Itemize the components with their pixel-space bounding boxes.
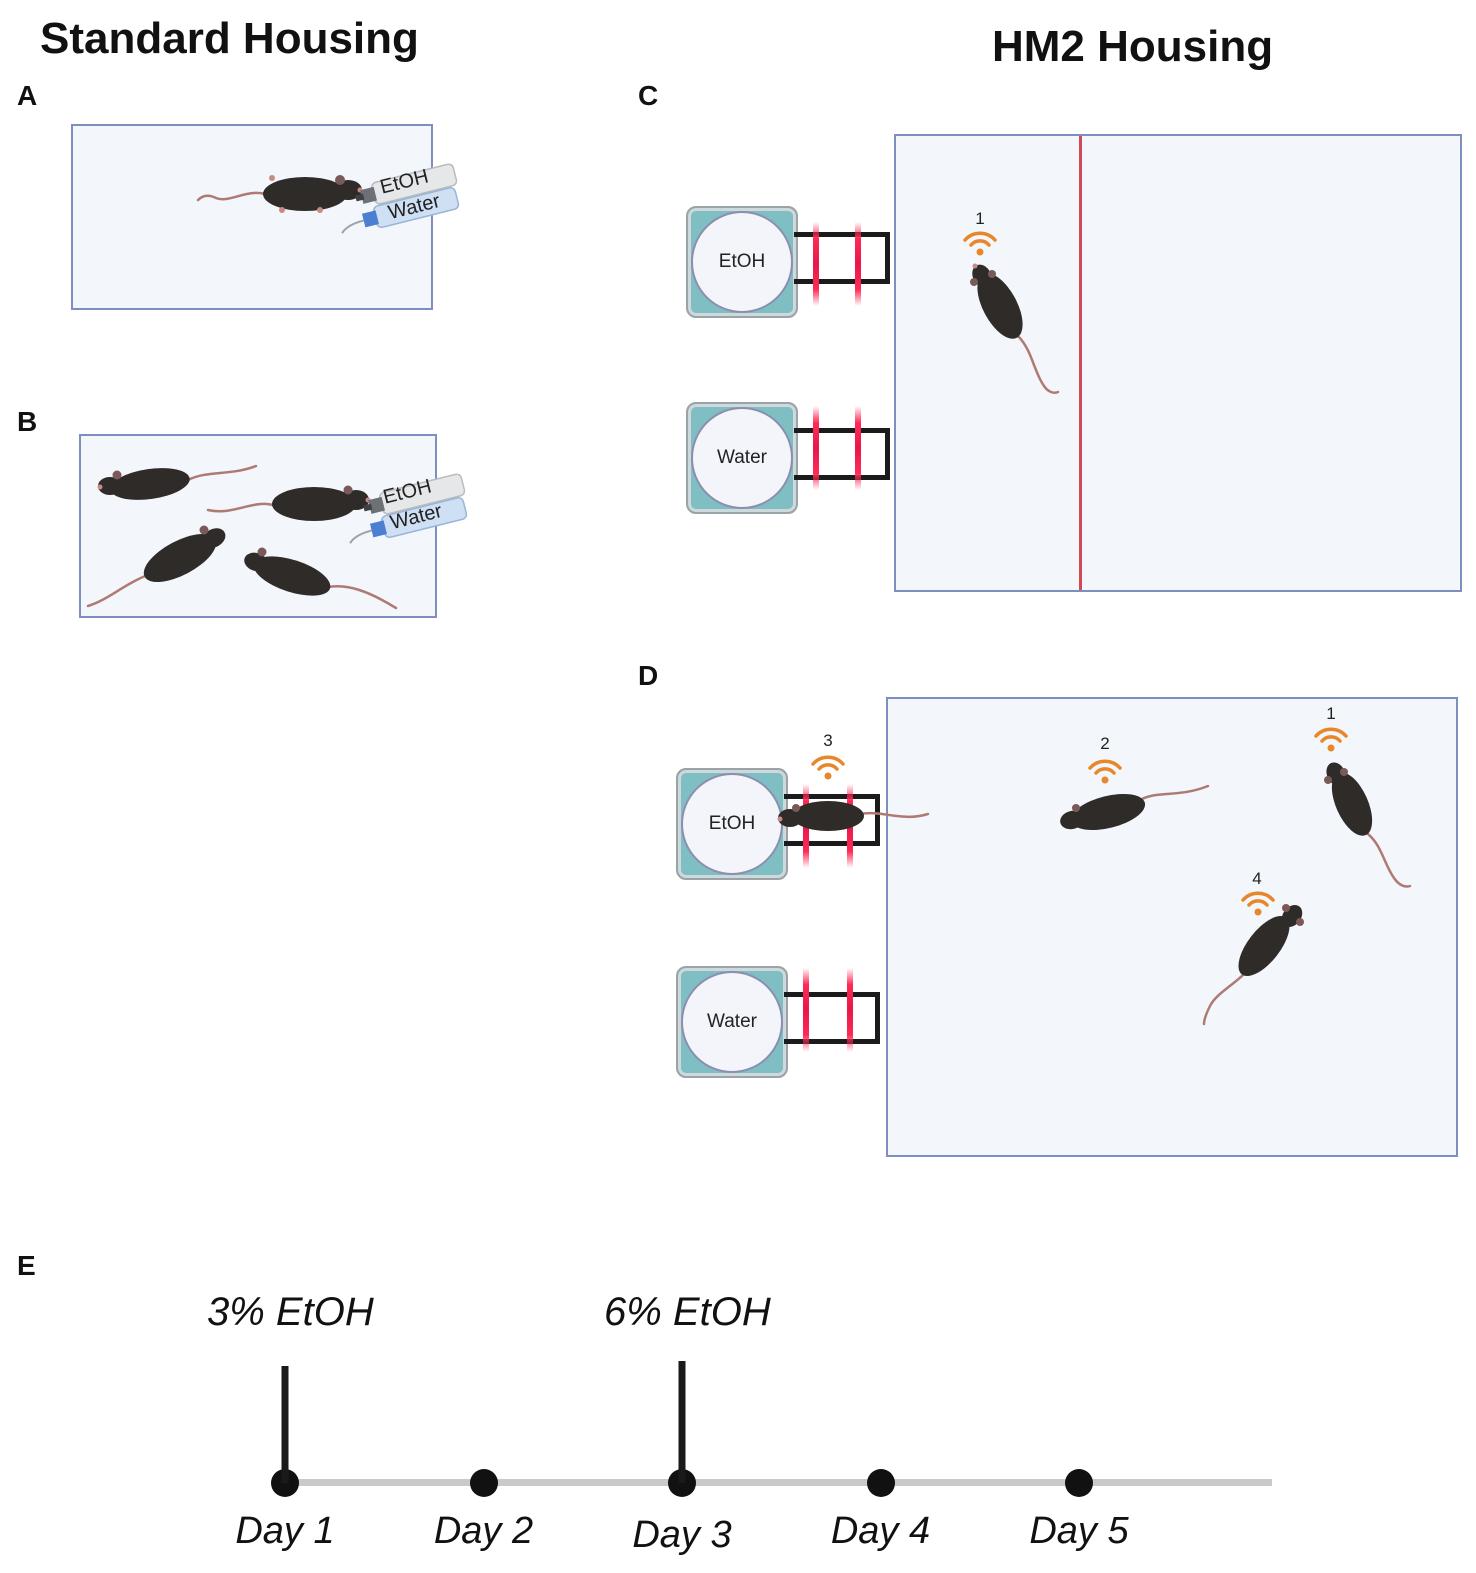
etoh-drinking-station: EtOH [676,768,788,880]
rfid-id-label: 2 [1100,734,1110,753]
rfid-signal-icon [1088,759,1122,784]
station-label: Water [681,971,783,1073]
rfid-signal-icon [963,231,997,256]
mouse-icon [244,547,398,610]
station-label: Water [691,407,793,509]
panel-label-d: D [638,660,659,691]
ir-beam [855,406,861,490]
water-tunnel [784,992,880,1044]
water-tunnel [794,428,890,480]
etoh-tunnel [794,232,890,284]
water-bottle-icon [349,496,468,544]
timeline-day-label: Day 3 [632,1514,732,1556]
panel-b-graphics [86,464,468,610]
timeline-event-label: 3% EtOH [207,1290,374,1334]
panel-label-e: E [17,1250,36,1281]
etoh-bottle-icon [363,473,466,515]
ir-beam [847,968,853,1052]
etoh-drinking-station: EtOH [686,206,798,318]
ir-beam [803,968,809,1052]
timeline-axis [282,1479,1272,1486]
mouse-icon [777,801,930,831]
timeline-day-label: Day 5 [1029,1510,1129,1552]
panel-label-c: C [638,80,659,111]
panel-a-graphics [196,163,460,234]
ir-beam [813,406,819,490]
mouse-icon [1324,762,1412,888]
panel-label-a: A [17,80,38,111]
timeline-event-stem [678,1361,686,1483]
mouse-icon [97,464,258,500]
etoh-tunnel [784,794,880,846]
rfid-signal-icon [1314,727,1348,752]
hm2-cage-single [894,134,1462,592]
hm2-housing-heading: HM2 Housing [992,22,1274,71]
mouse-icon [206,485,371,521]
rfid-id-label: 1 [975,209,985,228]
water-drinking-station: Water [676,966,788,1078]
timeline-day-marker [469,1469,498,1497]
timeline-day-label: Day 4 [830,1510,931,1552]
rfid-signal-icon [811,755,845,780]
station-label: EtOH [691,211,793,313]
ir-beam [813,222,819,306]
ir-beam [855,222,861,306]
cage-divider [1079,136,1082,590]
panel-label-b: B [17,406,38,437]
station-label: EtOH [681,773,783,875]
timeline-day-marker [866,1469,895,1497]
etoh-bottle-icon [355,163,458,205]
timeline-day-marker [1065,1469,1093,1497]
timeline-day-label: Day 2 [433,1510,534,1552]
hm2-cage-group [886,697,1458,1157]
timeline-day-label: Day 1 [235,1510,335,1552]
rfid-id-label: 3 [823,731,833,750]
mouse-icon [86,525,226,608]
standard-housing-heading: Standard Housing [40,14,419,63]
mouse-icon [1202,904,1304,1026]
rfid-id-label: 4 [1252,869,1262,888]
water-drinking-station: Water [686,402,798,514]
mouse-icon [196,175,363,213]
timeline-event-stem [281,1366,289,1483]
water-bottle-icon [341,186,460,234]
rfid-signal-icon [1241,891,1275,916]
mouse-icon [970,263,1060,394]
rfid-id-label: 1 [1326,704,1336,723]
timeline-event-label: 6% EtOH [604,1290,771,1334]
mouse-icon [1060,784,1210,831]
